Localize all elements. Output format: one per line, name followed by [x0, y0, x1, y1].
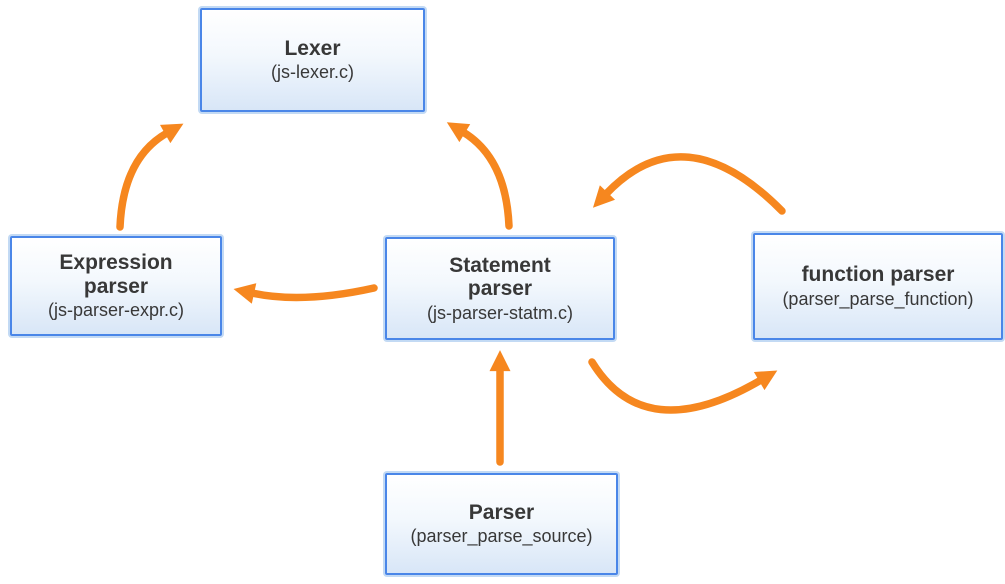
- node-lexer: Lexer (js-lexer.c): [200, 8, 425, 112]
- edge-expression-parser-to-lexer-arrow: [116, 123, 184, 231]
- node-parser: Parser (parser_parse_source): [385, 473, 618, 575]
- node-title: Statement parser: [449, 253, 551, 301]
- node-title: Lexer: [284, 36, 341, 60]
- node-subtitle: (parser_parse_source): [410, 526, 593, 547]
- edge-statement-parser-to-function-parser-arrow: [588, 358, 778, 414]
- node-subtitle: (js-lexer.c): [270, 62, 354, 83]
- node-title: Parser: [468, 500, 535, 524]
- node-subtitle: (parser_parse_function): [782, 288, 974, 309]
- node-function-parser: function parser (parser_parse_function): [753, 233, 1003, 340]
- edge-function-parser-to-statement-parser-arrow: [592, 153, 786, 215]
- edge-statement-parser-to-expression-parser-arrow: [233, 283, 378, 304]
- edge-statement-parser-to-lexer-arrow: [446, 122, 513, 230]
- node-subtitle: (js-parser-expr.c): [47, 300, 185, 321]
- node-title: Expression parser: [59, 251, 173, 298]
- node-expression-parser: Expression parser (js-parser-expr.c): [10, 236, 222, 336]
- node-title: function parser: [801, 263, 955, 287]
- node-statement-parser: Statement parser (js-parser-statm.c): [385, 237, 615, 340]
- node-subtitle: (js-parser-statm.c): [426, 302, 573, 323]
